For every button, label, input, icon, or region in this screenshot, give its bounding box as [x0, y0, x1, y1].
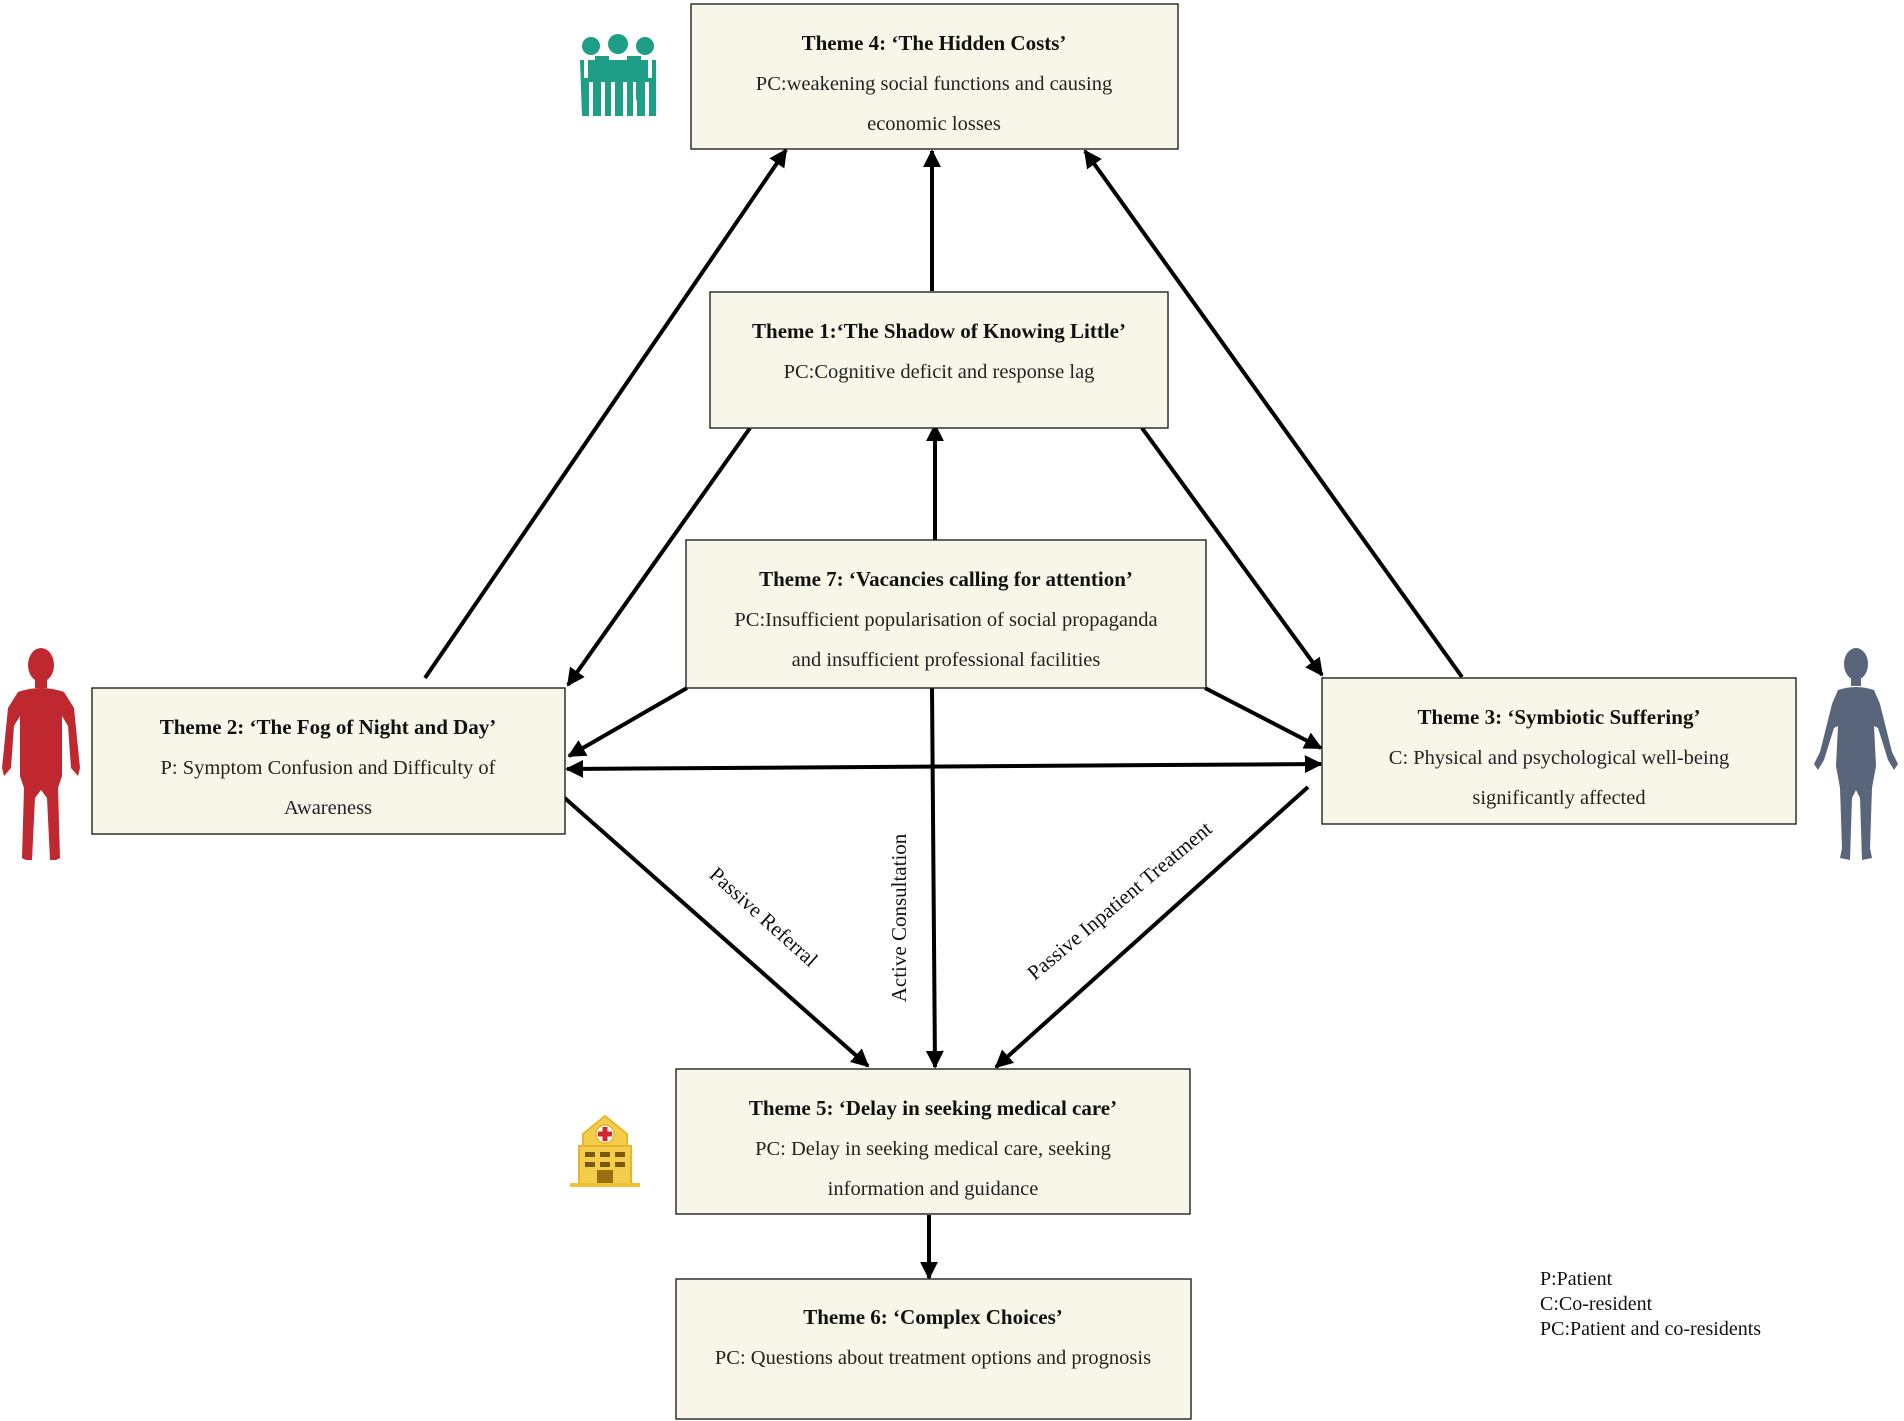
theme-5-box: Theme 5: ‘Delay in seeking medical care’…: [675, 1068, 1191, 1215]
theme-4-box: Theme 4: ‘The Hidden Costs’ PC:weakening…: [690, 3, 1179, 150]
theme-3-desc-line-1: C: Physical and psychological well-being: [1389, 747, 1729, 769]
theme-4-desc-line-1: PC:weakening social functions and causin…: [756, 73, 1112, 95]
theme-6-box: Theme 6: ‘Complex Choices’ PC: Questions…: [675, 1278, 1192, 1420]
arrow-t7-to-t3: [1204, 686, 1323, 750]
legend-item-patient-and-coresidents: PC:Patient and co-residents: [1540, 1318, 1761, 1340]
theme-7-box: Theme 7: ‘Vacancies calling for attentio…: [685, 539, 1207, 689]
theme-4-desc-line-2: economic losses: [867, 113, 1001, 135]
theme-1-box: Theme 1:‘The Shadow of Knowing Little’ P…: [709, 291, 1169, 429]
coresident-figure-icon: [1814, 648, 1898, 860]
theme-2-title: Theme 2: ‘The Fog of Night and Day’: [160, 715, 497, 739]
arrow-t7-to-t5: [925, 687, 944, 1069]
arrow-t1-to-t2: [566, 426, 752, 687]
theme-2-desc-line-1: P: Symptom Confusion and Difficulty of: [160, 757, 495, 779]
arrow-t2-to-t4: [423, 148, 788, 680]
theme-5-desc-line-1: PC: Delay in seeking medical care, seeki…: [755, 1138, 1111, 1160]
theme-5-title: Theme 5: ‘Delay in seeking medical care’: [749, 1096, 1117, 1120]
theme-2-box: Theme 2: ‘The Fog of Night and Day’ P: S…: [91, 687, 566, 835]
legend-item-patient: P:Patient: [1540, 1268, 1613, 1290]
theme-6-desc-line-1: PC: Questions about treatment options an…: [715, 1347, 1151, 1369]
arrow-t2-t3-bidirectional: [565, 755, 1323, 778]
theme-7-desc-line-2: and insufficient professional facilities: [792, 649, 1101, 671]
arrow-t3-to-t4: [1083, 149, 1464, 679]
arrow-t1-to-t3: [1140, 426, 1324, 677]
legend-item-coresident: C:Co-resident: [1540, 1293, 1653, 1315]
theme-3-desc-line-2: significantly affected: [1472, 787, 1645, 809]
edge-label-passive-inpatient-treatment: Passive Inpatient Treatment: [1022, 816, 1216, 984]
theme-7-desc-line-1: PC:Insufficient popularisation of social…: [734, 609, 1157, 631]
theme-1-desc-line-1: PC:Cognitive deficit and response lag: [784, 361, 1095, 383]
group-people-icon: [580, 34, 656, 116]
arrows: [423, 148, 1464, 1280]
hospital-icon: [570, 1114, 640, 1187]
theme-6-title: Theme 6: ‘Complex Choices’: [803, 1305, 1063, 1329]
arrow-t7-to-t2: [567, 686, 688, 758]
edge-label-passive-referral: Passive Referral: [705, 862, 823, 972]
theme-3-box: Theme 3: ‘Symbiotic Suffering’ C: Physic…: [1321, 677, 1797, 825]
theme-2-desc-line-2: Awareness: [284, 797, 372, 819]
theme-4-title: Theme 4: ‘The Hidden Costs’: [802, 31, 1067, 55]
theme-3-title: Theme 3: ‘Symbiotic Suffering’: [1418, 705, 1701, 729]
theme-1-title: Theme 1:‘The Shadow of Knowing Little’: [752, 319, 1126, 343]
edge-label-active-consultation: Active Consultation: [887, 833, 911, 1002]
patient-figure-icon: [2, 648, 80, 860]
legend: P:Patient C:Co-resident PC:Patient and c…: [1540, 1268, 1761, 1340]
arrow-t2-to-t5: [548, 783, 870, 1068]
arrow-t3-to-t5: [994, 785, 1310, 1069]
theme-7-title: Theme 7: ‘Vacancies calling for attentio…: [759, 567, 1133, 591]
theme-5-desc-line-2: information and guidance: [828, 1178, 1039, 1200]
